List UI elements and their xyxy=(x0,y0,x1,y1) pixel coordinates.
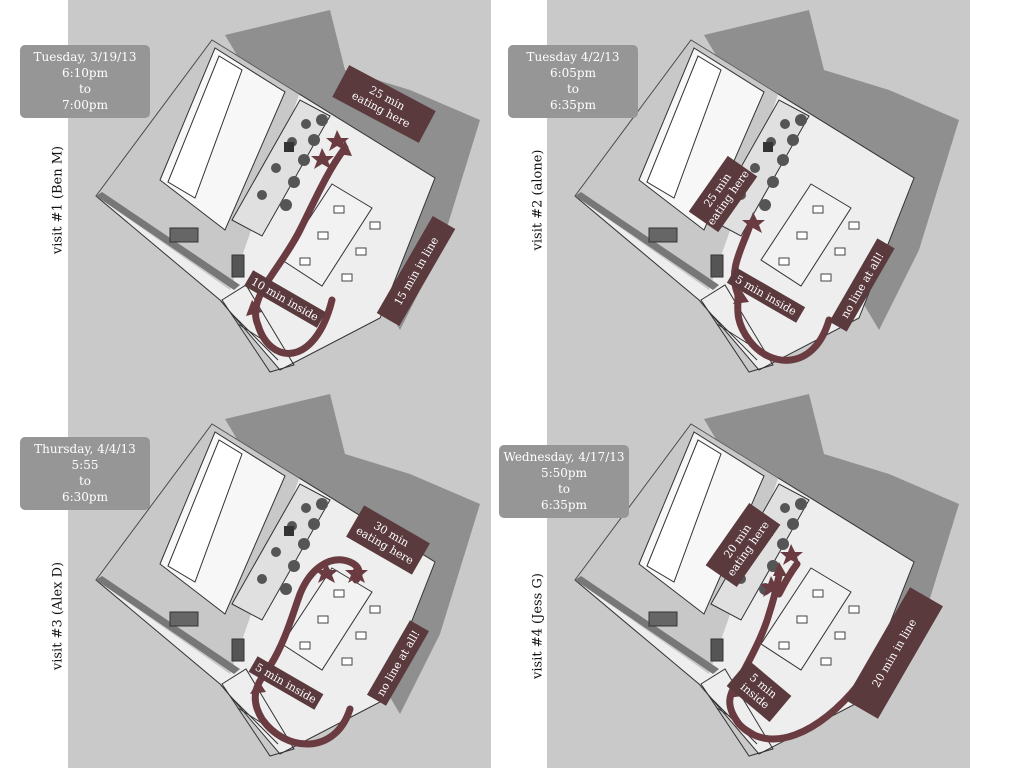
route-path-2 xyxy=(730,224,833,364)
counter xyxy=(231,99,331,237)
visit-end-time: 6:30pm xyxy=(61,490,108,504)
visit-time-separator: to xyxy=(78,474,92,488)
entrance-steps xyxy=(648,227,774,373)
visit-panel-1: Tuesday, 3/19/13 6:10pm to 7:00pm visit … xyxy=(0,0,512,384)
visit-panel-4: Wednesday, 4/17/13 5:50pm to 6:35pm visi… xyxy=(479,384,991,768)
floor-plan-3 xyxy=(95,394,480,757)
counter xyxy=(231,483,331,621)
seat-star-icon xyxy=(326,130,349,151)
communal-table xyxy=(281,183,381,287)
visit-label: visit #3 (Alex D) xyxy=(50,561,66,671)
communal-table xyxy=(760,567,860,671)
visit-panel-3: Thursday, 4/4/13 5:55 to 6:30pm visit #3… xyxy=(0,384,512,768)
visit-label: visit #2 (alone) xyxy=(530,149,546,251)
visit-date-box: Thursday, 4/4/13 5:55 to 6:30pm xyxy=(20,437,150,510)
visit-end-time: 6:35pm xyxy=(549,98,596,112)
seat-star-icon xyxy=(760,576,783,597)
visit-date: Tuesday, 3/19/13 xyxy=(33,50,137,64)
visit-start-time: 5:50pm xyxy=(540,466,587,480)
route-arrowhead xyxy=(733,290,749,304)
communal-table xyxy=(281,567,381,671)
route-arrowhead xyxy=(250,680,266,694)
entrance-steps xyxy=(169,611,295,757)
stools xyxy=(280,114,328,211)
stools xyxy=(280,498,328,595)
seat-star-icon xyxy=(742,212,765,233)
visit-time-separator: to xyxy=(557,482,571,496)
floor-plan-2 xyxy=(574,10,959,373)
visit-start-time: 5:55 xyxy=(71,458,99,472)
visit-end-time: 7:00pm xyxy=(61,98,108,112)
visit-label: visit #1 (Ben M) xyxy=(50,145,66,255)
visit-label: visit #4 (Jess G) xyxy=(530,573,546,679)
visit-panel-2: Tuesday 4/2/13 6:05pm to 6:35pm visit #2… xyxy=(479,0,991,384)
visit-start-time: 6:10pm xyxy=(61,66,108,80)
seat-star-icon xyxy=(780,544,803,565)
visit-end-time: 6:35pm xyxy=(540,498,587,512)
visit-time-separator: to xyxy=(566,82,580,96)
visit-date-box: Tuesday, 3/19/13 6:10pm to 7:00pm xyxy=(20,45,150,118)
route-arrowhead xyxy=(246,300,262,316)
route-arrowhead xyxy=(338,140,352,156)
visit-date: Thursday, 4/4/13 xyxy=(34,442,136,456)
visit-date: Tuesday 4/2/13 xyxy=(526,50,620,64)
route-path-3 xyxy=(251,556,363,748)
seat-star-icon xyxy=(345,562,368,583)
seat-star-icon xyxy=(311,148,334,169)
visit-date-box: Tuesday 4/2/13 6:05pm to 6:35pm xyxy=(508,45,638,118)
visit-date: Wednesday, 4/17/13 xyxy=(503,450,625,464)
communal-table xyxy=(760,183,860,287)
visit-time-separator: to xyxy=(78,82,92,96)
route-arrowhead xyxy=(773,562,787,576)
visit-date-box: Wednesday, 4/17/13 5:50pm to 6:35pm xyxy=(499,445,629,518)
seat-star-icon xyxy=(315,562,338,583)
stools xyxy=(759,114,807,211)
visit-start-time: 6:05pm xyxy=(549,66,596,80)
